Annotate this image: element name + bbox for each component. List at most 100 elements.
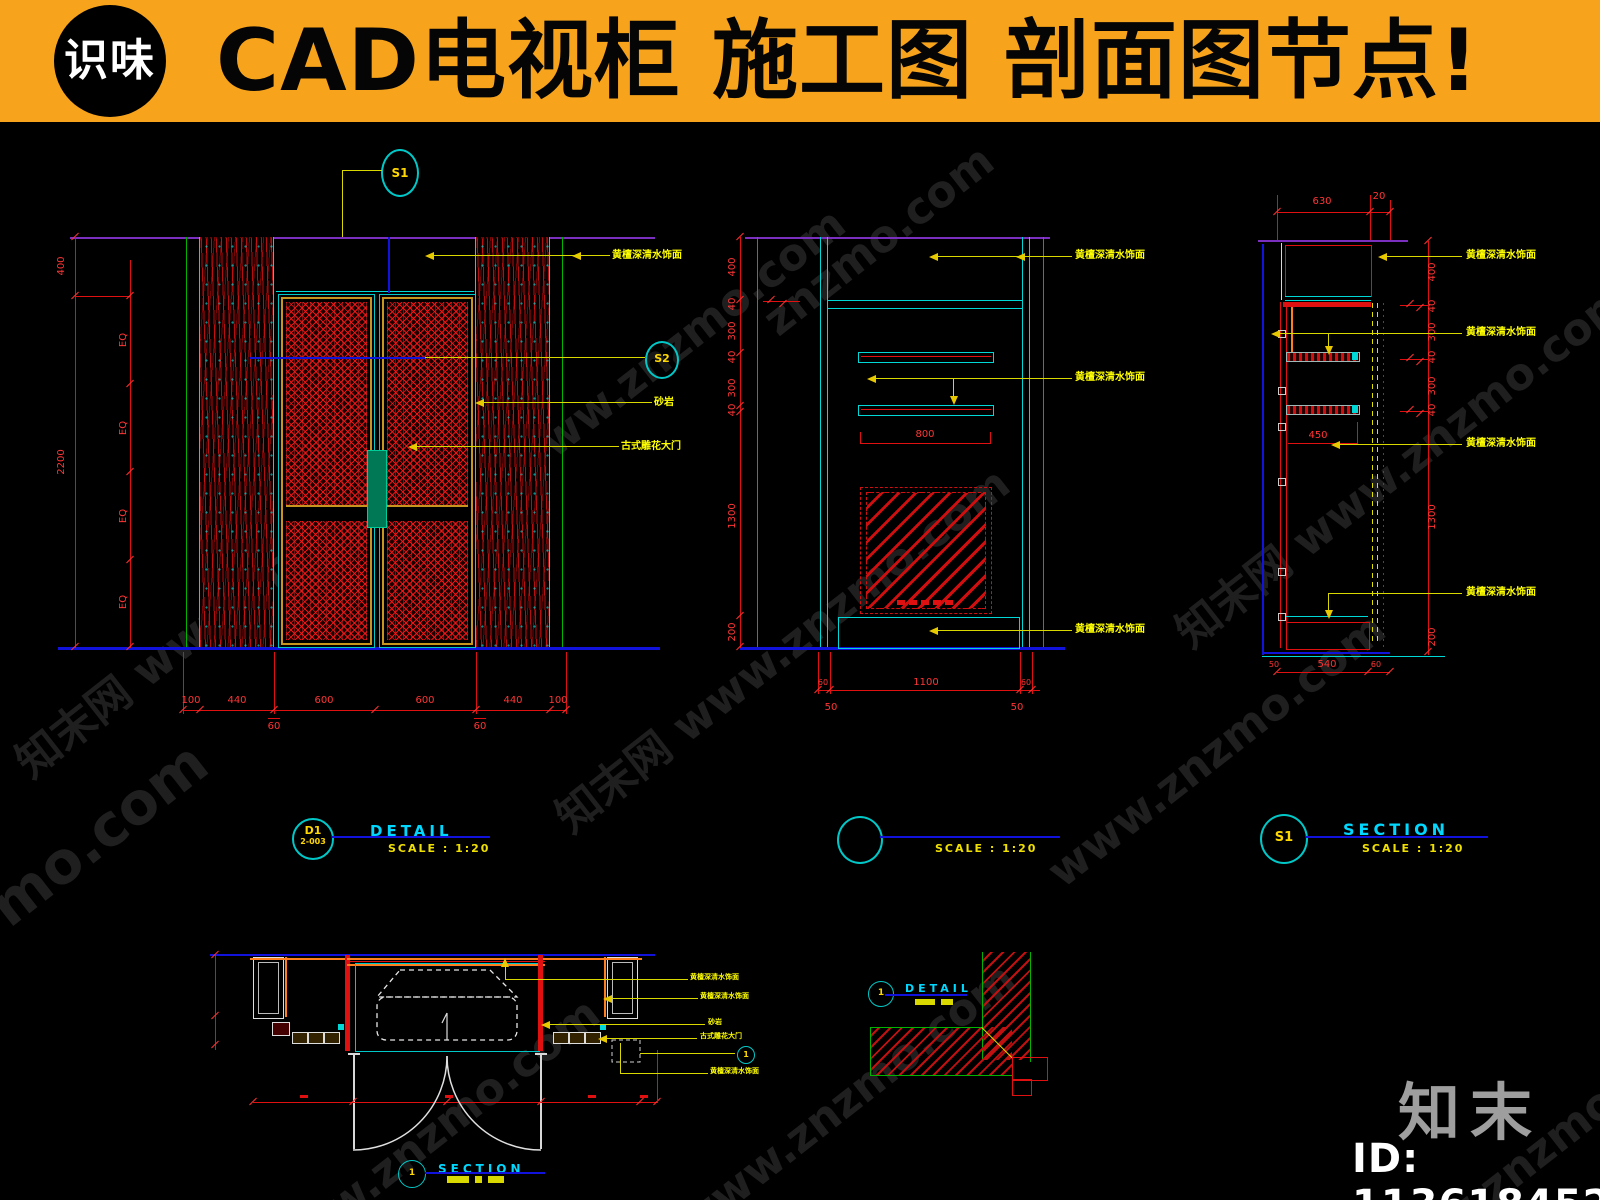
cad-line	[820, 237, 821, 647]
cad-line	[332, 836, 490, 838]
dim-label: 60	[473, 721, 487, 732]
cad-line	[445, 1095, 453, 1098]
cad-line	[1262, 652, 1390, 654]
cad-line	[657, 1050, 658, 1103]
cad-line	[740, 237, 741, 648]
cad-line	[1325, 610, 1333, 619]
cad-line	[1328, 593, 1329, 613]
cad-line	[253, 1102, 658, 1103]
cabinet-plan-right	[607, 957, 638, 1019]
cad-line	[1352, 352, 1358, 360]
detail-marker-blank	[837, 816, 883, 864]
cad-line	[415, 446, 619, 447]
cad-line	[610, 998, 698, 999]
cad-line	[1283, 302, 1371, 307]
cad-line	[605, 1038, 697, 1039]
cad-line	[1385, 256, 1462, 257]
cad-line	[990, 432, 991, 444]
marker-label: S1	[1274, 830, 1294, 845]
cad-line	[183, 710, 567, 711]
cad-line	[620, 1043, 621, 1073]
base-section	[1286, 622, 1370, 650]
cad-line	[562, 237, 563, 647]
logo-text: 识味	[64, 35, 156, 86]
shelf	[858, 405, 994, 416]
cad-line	[505, 964, 506, 979]
cad-line	[1357, 422, 1358, 443]
stop-profile	[1012, 1079, 1032, 1096]
marker-label: 1	[877, 988, 885, 998]
cad-line	[1262, 656, 1445, 657]
cad-line	[598, 1035, 607, 1043]
cad-line	[549, 237, 550, 647]
header-banner: 识味 CAD电视柜 施工图 剖面图节点!	[0, 0, 1600, 122]
cad-line	[1032, 652, 1033, 694]
cad-line	[860, 432, 861, 444]
dim-label: 440	[227, 695, 247, 706]
dim-label: 60	[1370, 660, 1382, 669]
cad-line	[538, 955, 543, 1051]
cad-line	[1043, 237, 1044, 647]
cad-line	[870, 1075, 1012, 1076]
cad-line	[475, 399, 484, 407]
cad-line	[757, 237, 758, 647]
cabinet-plan-left-inner	[258, 962, 279, 1014]
dim-label: 600	[314, 695, 334, 706]
cad-line	[588, 1095, 596, 1098]
cabinet-plan-left	[253, 957, 284, 1019]
hardware-block	[272, 1022, 290, 1036]
cad-line	[1278, 333, 1462, 334]
door-leaf-right	[379, 294, 476, 648]
callout-label: 砂岩	[654, 397, 674, 408]
cad-line	[432, 255, 610, 256]
cad-line	[548, 1024, 705, 1025]
cad-line	[870, 1027, 983, 1028]
logo-badge: 识味	[54, 5, 166, 117]
dim-label: 20	[1372, 191, 1386, 202]
cad-line	[897, 600, 905, 605]
cad-line	[75, 237, 76, 648]
cad-line	[1328, 593, 1462, 594]
dim-label: 60	[267, 721, 281, 732]
callout-label: 黄檀深清水饰面	[1466, 438, 1536, 449]
cabinet-plan-right-inner	[612, 962, 633, 1014]
callout-label: 黄檀深清水饰面	[710, 1067, 759, 1075]
cad-line	[1428, 241, 1429, 655]
dim-label: 50	[1268, 660, 1280, 669]
cad-line	[447, 1176, 469, 1183]
cad-line	[603, 995, 612, 1003]
cad-line	[425, 357, 645, 358]
cad-line	[1400, 359, 1430, 360]
cad-line	[933, 600, 941, 605]
cad-line	[183, 652, 184, 714]
shelf-section	[1286, 352, 1360, 362]
hardware-block	[292, 1032, 308, 1044]
view-title: SECTION	[1343, 820, 1450, 839]
cad-line	[982, 952, 983, 1060]
hardware-block	[569, 1032, 585, 1044]
cad-line	[199, 237, 200, 647]
cad-line	[763, 301, 800, 302]
cad-line	[274, 652, 275, 714]
cad-line	[1016, 253, 1025, 261]
dim-label: 630	[1312, 196, 1332, 207]
cad-line	[870, 1027, 871, 1075]
cad-line	[347, 958, 545, 960]
callout-label: 砂岩	[708, 1018, 722, 1026]
callout-label: 黄檀深清水饰面	[1075, 250, 1145, 261]
section-marker-s2: S2	[645, 341, 679, 379]
section-marker-s1-title: S1	[1260, 814, 1308, 864]
cad-line	[505, 979, 688, 980]
cad-line	[1277, 672, 1390, 673]
fixing-block	[1278, 387, 1286, 395]
cad-line	[604, 957, 606, 1017]
cad-line	[1020, 652, 1021, 694]
dim-label: 1100	[913, 677, 939, 688]
brand-logo-text: 知末	[1398, 1076, 1543, 1149]
cad-line	[929, 253, 938, 261]
dim-label: 540	[1317, 659, 1337, 670]
cad-line	[215, 955, 216, 1050]
cad-line	[1291, 307, 1293, 353]
cad-line	[70, 237, 655, 239]
